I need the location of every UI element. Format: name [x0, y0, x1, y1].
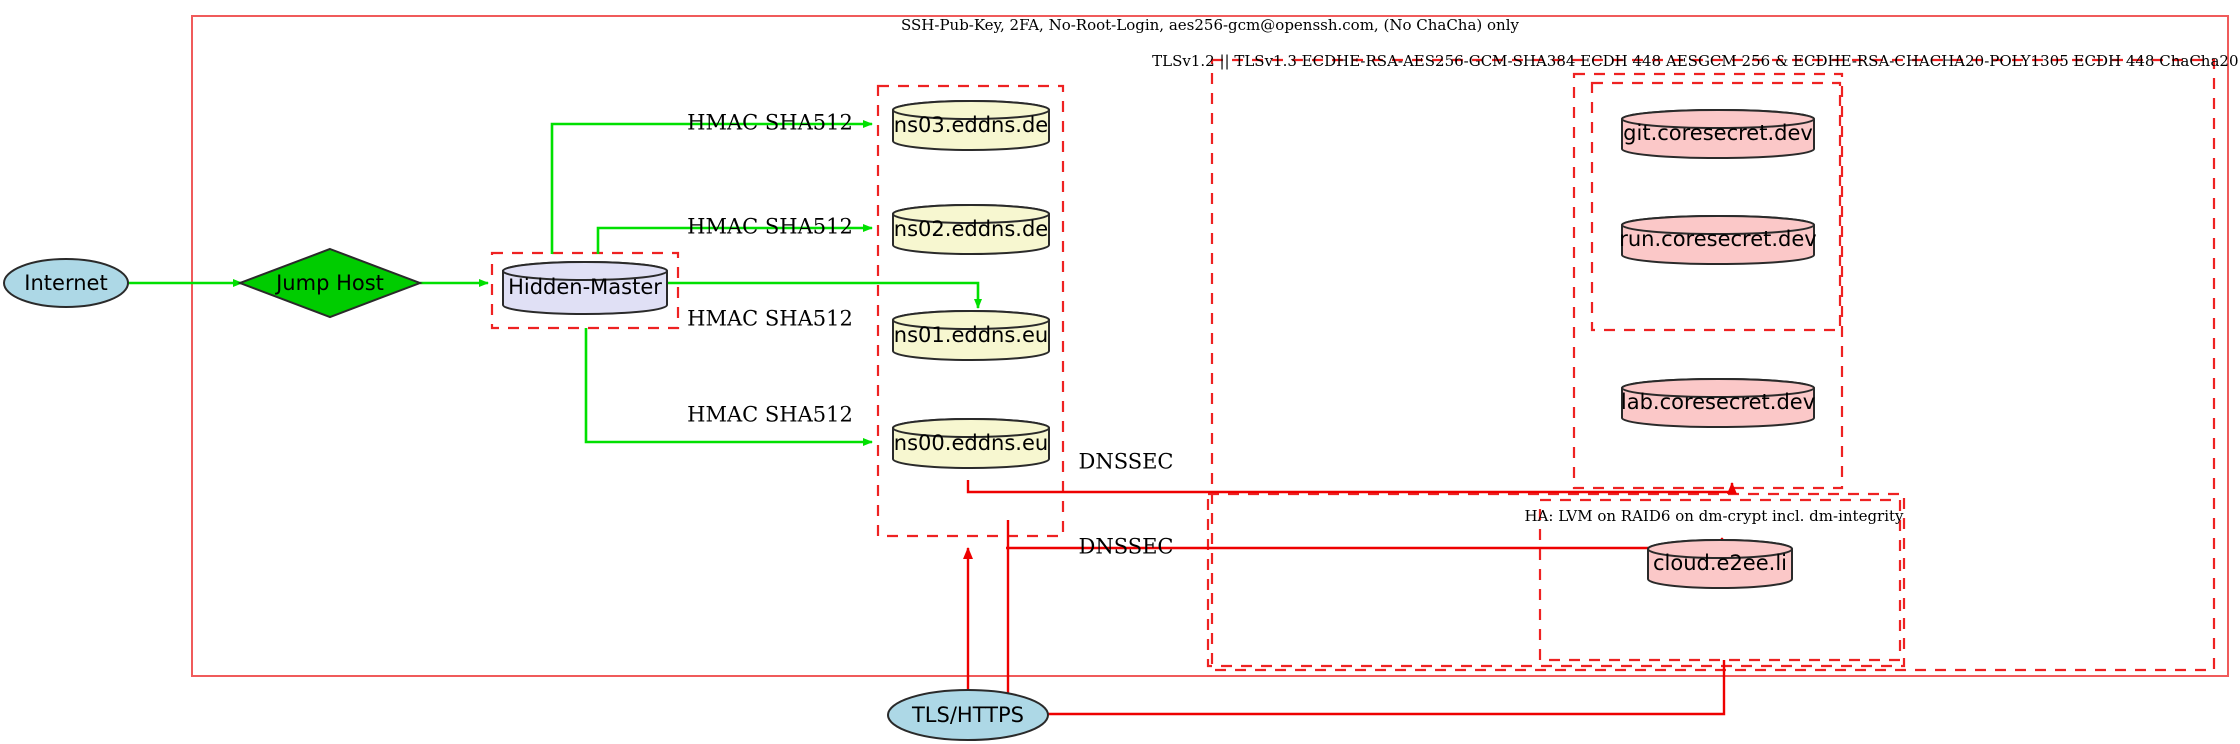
edge-hiddenmaster-to-ns00	[584, 328, 873, 446]
cluster-ssh-outer	[191, 15, 2229, 677]
cluster-hidden-master	[490, 251, 680, 330]
node-ns03-label: ns03.eddns.de	[894, 113, 1048, 137]
node-tls-https-label: TLS/HTTPS	[911, 703, 1024, 727]
cluster-ha-outer	[1206, 492, 1906, 668]
cluster-coresecret-services	[1590, 81, 1842, 332]
node-git-coresecret-label: git.coresecret.dev	[1623, 121, 1813, 145]
node-ns00[interactable]: ns00.eddns.eu	[892, 418, 1050, 469]
edge-label-dnssec-upper: DNSSEC	[1078, 450, 1173, 474]
node-jump-host-label: Jump Host	[274, 271, 384, 295]
node-ns01-label: ns01.eddns.eu	[894, 323, 1048, 347]
node-ns03[interactable]: ns03.eddns.de	[892, 100, 1050, 151]
edge-hiddenmaster-to-ns03	[550, 120, 873, 254]
edge-label-hmac-ns02: HMAC SHA512	[687, 215, 853, 239]
node-hidden-master-label: Hidden-Master	[508, 275, 662, 299]
node-ns02[interactable]: ns02.eddns.de	[892, 204, 1050, 255]
node-lab-coresecret-label: lab.coresecret.dev	[1621, 390, 1815, 414]
node-ns02-label: ns02.eddns.de	[894, 217, 1048, 241]
edge-label-hmac-ns03: HMAC SHA512	[687, 111, 853, 135]
node-internet-label: Internet	[24, 271, 107, 295]
edge-hiddenmaster-to-ns02	[596, 224, 873, 254]
node-jump-host[interactable]: Jump Host	[237, 247, 423, 319]
cluster-label-ha: HA: LVM on RAID6 on dm-crypt incl. dm-in…	[1524, 507, 1904, 525]
edge-dnssec-upper	[966, 480, 1737, 494]
node-tls-https[interactable]: TLS/HTTPS	[887, 689, 1049, 741]
node-cloud-e2ee[interactable]: cloud.e2ee.li	[1647, 539, 1793, 589]
node-ns00-label: ns00.eddns.eu	[894, 431, 1048, 455]
cluster-label-ssh: SSH-Pub-Key, 2FA, No-Root-Login, aes256-…	[901, 16, 1520, 34]
node-cloud-e2ee-label: cloud.e2ee.li	[1653, 551, 1787, 575]
cluster-nameservers	[876, 84, 1065, 538]
node-ns01[interactable]: ns01.eddns.eu	[892, 310, 1050, 361]
edge-label-dnssec-lower: DNSSEC	[1078, 535, 1173, 559]
node-run-coresecret-label: run.coresecret.dev	[1619, 227, 1817, 251]
cluster-ha-storage	[1538, 498, 1902, 662]
node-internet[interactable]: Internet	[3, 258, 129, 308]
cluster-label-tls: TLSv1.2 || TLSv1.3 ECDHE-RSA-AES256-GCM-…	[1152, 52, 2240, 70]
edge-label-hmac-ns01: HMAC SHA512	[687, 307, 853, 331]
node-hidden-master[interactable]: Hidden-Master	[502, 261, 668, 315]
edge-hiddenmaster-to-ns01	[668, 281, 982, 309]
node-lab-coresecret[interactable]: lab.coresecret.dev	[1621, 378, 1815, 428]
cluster-tls-ciphers	[1210, 58, 2216, 672]
node-git-coresecret[interactable]: git.coresecret.dev	[1621, 109, 1815, 159]
edge-tlshttps-right	[1046, 660, 1726, 716]
node-run-coresecret[interactable]: run.coresecret.dev	[1619, 215, 1817, 265]
edge-label-hmac-ns00: HMAC SHA512	[687, 403, 853, 427]
